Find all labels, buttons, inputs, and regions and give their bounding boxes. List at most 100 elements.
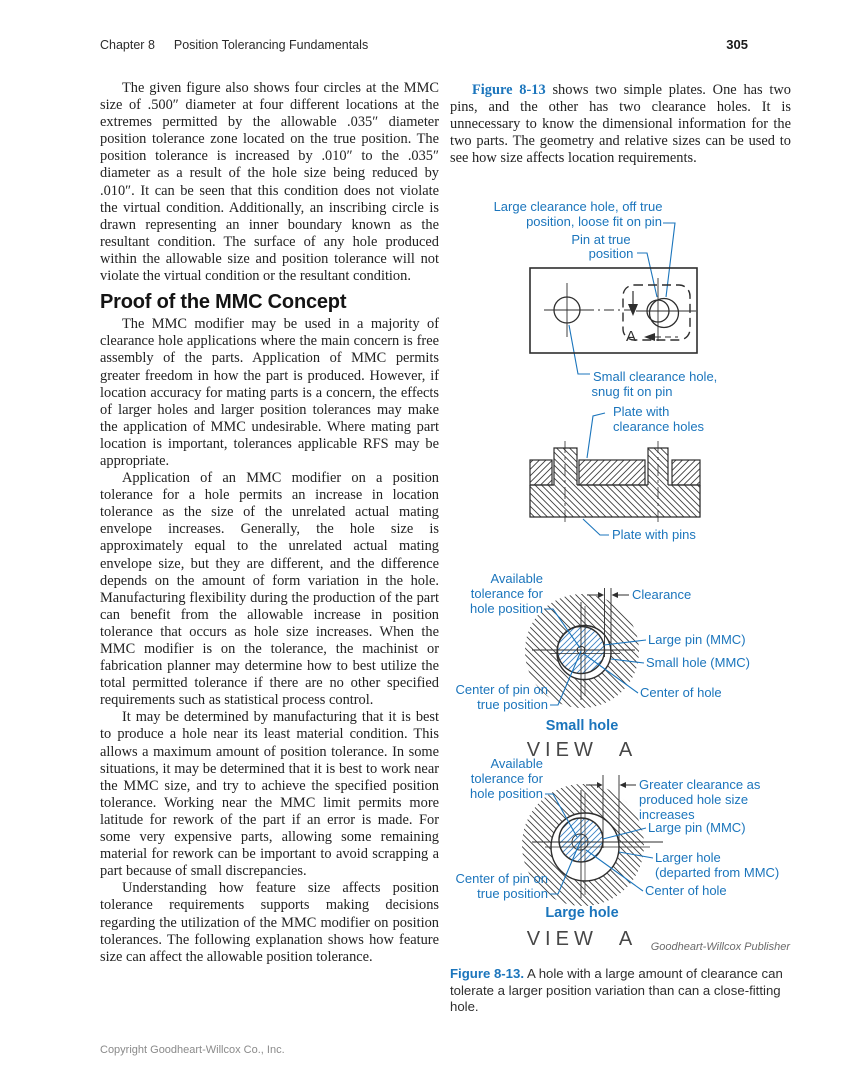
label-small-clearance-hole-line2: snug fit on pin — [592, 384, 673, 399]
left-column: The given figure also shows four circles… — [100, 80, 439, 966]
right-column-intro: Figure 8-13 shows two simple plates. One… — [450, 82, 791, 167]
view-a-label: VIEW A — [527, 739, 638, 761]
paragraph: The given figure also shows four circles… — [100, 80, 439, 285]
view-letter: A — [626, 328, 636, 345]
label-large-pin: Large pin (MMC) — [648, 820, 746, 835]
label-plate-with-pins: Plate with pins — [612, 527, 696, 542]
leader-large-pin — [603, 639, 647, 646]
subfigure-title: Small hole — [546, 718, 619, 734]
figure-labels: Plate with clearance holes Plate with pi… — [612, 404, 705, 542]
paragraph-text: shows two simple plates. One has two pin… — [450, 82, 791, 167]
tolerance-zone-dashed-outline — [622, 284, 691, 341]
top-plate-hatch — [579, 460, 645, 485]
plate-drawing: A — [529, 267, 698, 354]
label-small-hole-mmc: Small hole (MMC) — [646, 655, 750, 670]
small-hole-crosshair — [544, 283, 590, 337]
leader-large-pin — [602, 827, 647, 840]
large-hole-circle — [648, 297, 680, 329]
figure-plate-top-view: Large clearance hole, off true position,… — [494, 199, 718, 399]
chapter-number: Chapter 8 — [100, 38, 155, 52]
view-arrow-down — [628, 304, 638, 316]
section-heading: Proof of the MMC Concept — [100, 291, 347, 314]
clearance-arrow-left — [611, 592, 618, 598]
pin-outline — [553, 447, 578, 485]
leader-larger-hole — [618, 851, 654, 859]
leader-center-of-pin — [550, 841, 581, 895]
label-available-tolerance-line2: tolerance for — [471, 771, 544, 786]
label-clearance: Clearance — [632, 587, 691, 602]
copyright-footer: Copyright Goodheart-Willcox Co., Inc. — [100, 1044, 285, 1056]
leader-lines — [545, 793, 654, 895]
publisher-credit: Goodheart-Willcox Publisher — [650, 941, 790, 953]
hatch-and-circles — [522, 775, 663, 907]
hatch-and-circles — [525, 588, 639, 708]
figure-labels: Available tolerance for hole position Gr… — [455, 756, 779, 950]
leader-small-hole — [610, 658, 645, 664]
paragraph: The MMC modifier may be used in a majori… — [100, 316, 439, 469]
label-greater-clearance-line3: increases — [639, 807, 695, 822]
label-larger-hole-line2: (departed from MMC) — [655, 865, 779, 880]
label-large-pin: Large pin (MMC) — [648, 632, 746, 647]
leader-available-tolerance — [545, 608, 581, 649]
label-center-of-pin-line2: true position — [477, 886, 548, 901]
label-available-tolerance: Available — [490, 571, 543, 586]
clearance-extension-lines — [604, 588, 612, 657]
top-plate-hatch — [530, 460, 552, 485]
leader-center-of-pin — [550, 650, 582, 706]
leader-center-of-hole — [583, 653, 639, 694]
leader-top-plate — [586, 412, 606, 459]
leader-bottom-plate — [582, 518, 609, 536]
figure-labels: Large clearance hole, off true position,… — [494, 199, 718, 399]
label-plate-clearance-holes-line2: clearance holes — [613, 419, 705, 434]
label-center-of-pin: Center of pin on — [455, 871, 548, 886]
plate-hatch-around-hole — [525, 594, 639, 708]
chapter-title: Position Tolerancing Fundamentals — [173, 38, 369, 52]
plate-outline — [529, 267, 698, 354]
top-plate-hatch — [672, 460, 700, 485]
clearance-arrow-right — [597, 782, 603, 788]
label-center-of-pin: Center of pin on — [455, 682, 548, 697]
label-greater-clearance: Greater clearance as — [639, 777, 761, 792]
label-pin-true-position: Pin at true — [571, 232, 630, 247]
leader-small-hole — [568, 324, 590, 375]
paragraph: It may be determined by manufacturing th… — [100, 709, 439, 880]
paragraph: Figure 8-13 shows two simple plates. One… — [450, 82, 791, 167]
figure-caption: Figure 8-13. A hole with a large amount … — [450, 966, 793, 1016]
label-large-clearance-hole: Large clearance hole, off true — [494, 199, 663, 214]
leader-large-hole — [663, 222, 676, 298]
clearance-arrow-right — [598, 592, 604, 598]
section-drawing — [529, 441, 701, 525]
label-pin-true-position-line2: position — [589, 246, 634, 261]
figure-plates-section: Plate with clearance holes Plate with pi… — [529, 404, 705, 542]
page-number: 305 — [726, 37, 748, 52]
pin-hatch — [554, 448, 577, 485]
label-available-tolerance-line3: hole position — [470, 601, 543, 616]
paragraph: Understanding how feature size affects p… — [100, 880, 439, 965]
leader-pin — [637, 252, 658, 298]
figure-small-hole-view: Available tolerance for hole position Cl… — [455, 571, 750, 761]
figure-reference: Figure 8-13 — [472, 82, 546, 98]
leader-center-of-hole — [585, 849, 644, 892]
label-small-clearance-hole: Small clearance hole, — [593, 369, 717, 384]
pin-centerlines — [564, 441, 659, 525]
caption-label: Figure 8-13. — [450, 966, 525, 981]
label-center-of-hole: Center of hole — [645, 883, 727, 898]
caption-text: A hole with a large amount of clearance … — [450, 966, 783, 1015]
label-available-tolerance-line2: tolerance for — [471, 586, 544, 601]
label-center-of-pin-line2: true position — [477, 697, 548, 712]
plate-hatch-around-hole — [522, 783, 644, 907]
bottom-plate-hatch — [530, 485, 700, 517]
bottom-plate-outline — [529, 484, 701, 518]
leader-lines — [568, 222, 676, 375]
label-large-clearance-hole-line2: position, loose fit on pin — [526, 214, 662, 229]
clearance-extension-lines — [602, 775, 620, 851]
paragraph: Application of an MMC modifier on a posi… — [100, 470, 439, 709]
label-available-tolerance-line3: hole position — [470, 786, 543, 801]
subfigure-title: Large hole — [545, 905, 618, 921]
view-a-label: VIEW A — [527, 928, 638, 950]
leader-lines — [582, 412, 609, 536]
view-arrow-left — [644, 333, 655, 341]
leader-available-tolerance — [545, 793, 578, 838]
clearance-arrow-left — [619, 782, 626, 788]
